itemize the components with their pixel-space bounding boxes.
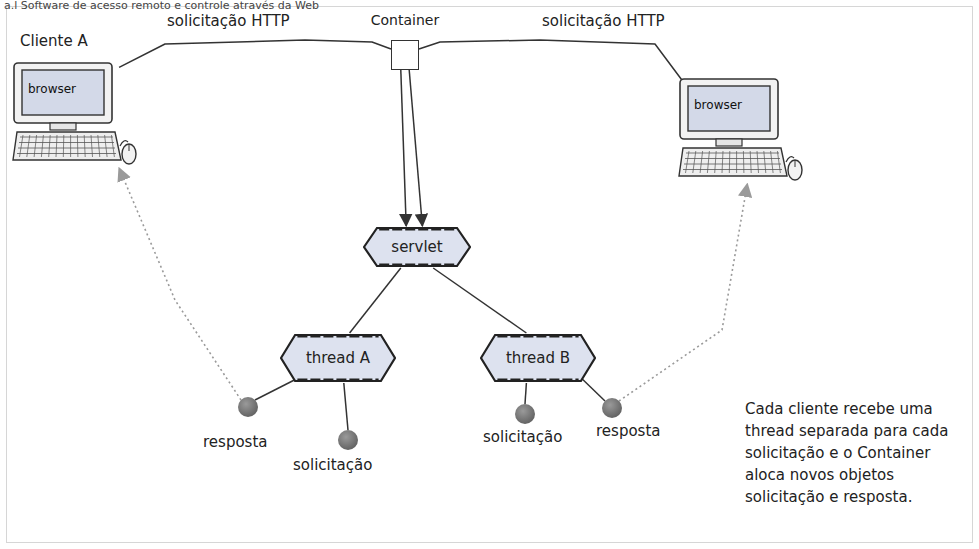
node-label: thread A	[306, 349, 370, 367]
hexagon-node: servlet	[363, 226, 471, 268]
container-square	[391, 40, 419, 70]
container-label: Container	[360, 12, 450, 28]
computer-illustration	[12, 62, 138, 168]
edge-label: solicitação HTTP	[540, 12, 667, 30]
hexagon-node: thread A	[280, 333, 396, 383]
response-connector	[619, 184, 747, 401]
object-circle	[602, 398, 622, 418]
computer-illustration	[678, 78, 804, 184]
node-label: servlet	[391, 238, 442, 256]
request-connector	[119, 40, 391, 67]
object-circle	[515, 404, 535, 424]
message-object: solicitação	[293, 430, 383, 476]
message-object: resposta	[596, 398, 676, 442]
request-connector	[401, 70, 406, 226]
screen-text: browser	[28, 82, 76, 96]
request-connector	[344, 383, 348, 430]
monitor-figure: browser	[12, 62, 138, 168]
screen-text: browser	[694, 98, 742, 112]
message-object: resposta	[203, 397, 283, 453]
node-label: thread B	[506, 349, 570, 367]
client-computer: browser Cliente A	[8, 28, 148, 170]
object-circle	[338, 430, 358, 450]
request-connector	[409, 70, 422, 226]
object-label: resposta	[596, 422, 660, 440]
client-computer: browser	[678, 78, 808, 186]
object-circle	[238, 397, 258, 417]
client-heading: Cliente A	[20, 32, 88, 50]
object-label: solicitação	[293, 456, 372, 474]
request-connector	[419, 40, 684, 83]
outer-frame	[7, 7, 973, 543]
request-connector	[433, 268, 526, 333]
figure-caption: a.l Software de acesso remoto e controle…	[4, 0, 424, 12]
message-object: solicitação	[483, 404, 573, 448]
container-box: Container	[360, 12, 450, 72]
response-connector	[119, 168, 241, 400]
hexagon-node: thread B	[480, 333, 596, 383]
request-connector	[525, 383, 526, 404]
monitor-figure: browser	[678, 78, 804, 184]
object-label: solicitação	[483, 428, 562, 446]
explanatory-note: Cada cliente recebe uma thread separada …	[745, 398, 971, 508]
edge-label: solicitação HTTP	[165, 12, 292, 30]
object-label: resposta	[203, 433, 267, 451]
request-connector	[350, 268, 401, 333]
